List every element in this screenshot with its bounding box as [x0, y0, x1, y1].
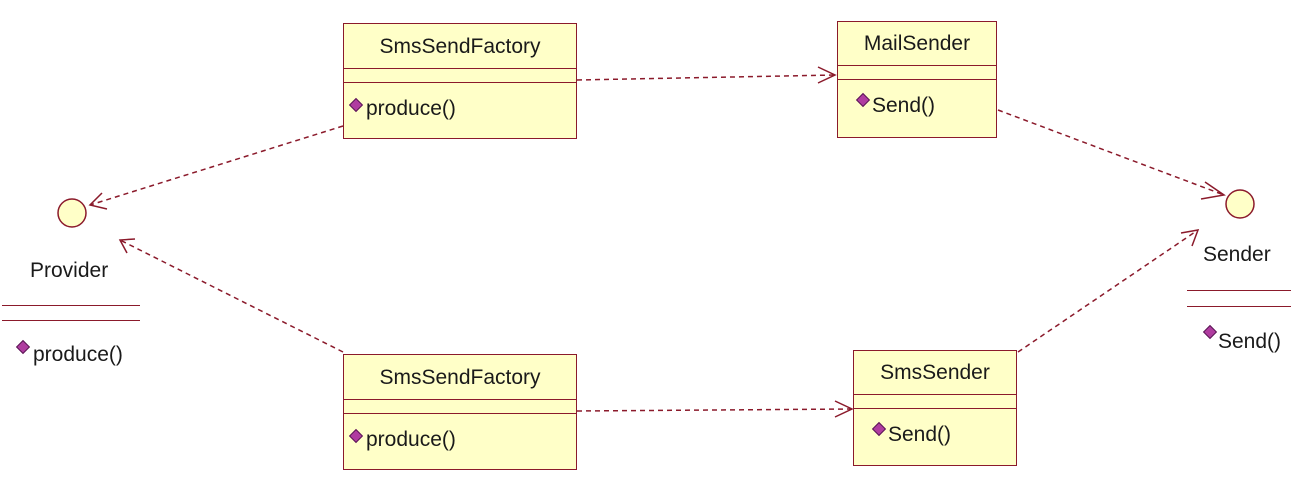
- attributes-compartment: [854, 395, 1016, 409]
- operation-icon: [855, 92, 871, 108]
- arrow-factory-top-to-mailsender: [576, 74, 836, 81]
- sender-operation: Send(): [1218, 330, 1282, 353]
- operation-icon: [871, 421, 887, 437]
- provider-interface-icon: [57, 198, 87, 228]
- class-name: MailSender: [838, 22, 996, 66]
- class-name: SmsSendFactory: [344, 24, 576, 69]
- class-sms-sender[interactable]: SmsSender Send(): [853, 350, 1017, 466]
- arrow-factory-bottom-to-provider: [119, 239, 344, 353]
- arrow-factory-top-to-provider: [89, 125, 344, 206]
- operation-label: Send(): [872, 94, 936, 117]
- arrowhead-provider-top: [88, 192, 108, 210]
- attributes-compartment: [838, 66, 996, 80]
- arrowhead-sender-bottom: [1180, 229, 1200, 247]
- arrowhead-provider-bottom: [118, 238, 136, 254]
- attributes-compartment: [344, 400, 576, 414]
- operation-icon: [348, 428, 364, 444]
- arrow-mailsender-to-sender: [997, 109, 1225, 196]
- operation-label: produce(): [366, 97, 456, 120]
- operations-compartment: Send(): [838, 80, 996, 118]
- operation-icon: [348, 97, 364, 113]
- arrowhead-smssender: [834, 400, 854, 418]
- sender-interface-icon: [1225, 189, 1255, 219]
- operation-label: produce(): [366, 428, 456, 451]
- class-sms-send-factory-top[interactable]: SmsSendFactory produce(): [343, 23, 577, 139]
- arrowhead-sender-top: [1200, 181, 1226, 200]
- sender-name: Sender: [1203, 243, 1271, 266]
- provider-name: Provider: [30, 259, 109, 282]
- arrow-factory-bottom-to-smssender: [576, 408, 853, 412]
- provider-divider-1: [2, 305, 140, 306]
- operation-label: Send(): [888, 423, 952, 446]
- arrow-smssender-to-sender: [1017, 229, 1199, 353]
- class-name: SmsSender: [854, 351, 1016, 395]
- operations-compartment: produce(): [344, 83, 576, 121]
- class-sms-send-factory-bottom[interactable]: SmsSendFactory produce(): [343, 354, 577, 470]
- class-mail-sender[interactable]: MailSender Send(): [837, 21, 997, 138]
- sender-divider-2: [1187, 306, 1291, 307]
- arrowhead-mailsender: [817, 66, 837, 84]
- provider-operation: produce(): [33, 343, 123, 366]
- operations-compartment: Send(): [854, 409, 1016, 447]
- provider-divider-2: [2, 320, 140, 321]
- operations-compartment: produce(): [344, 414, 576, 452]
- sender-divider-1: [1187, 290, 1291, 291]
- class-name: SmsSendFactory: [344, 355, 576, 400]
- attributes-compartment: [344, 69, 576, 83]
